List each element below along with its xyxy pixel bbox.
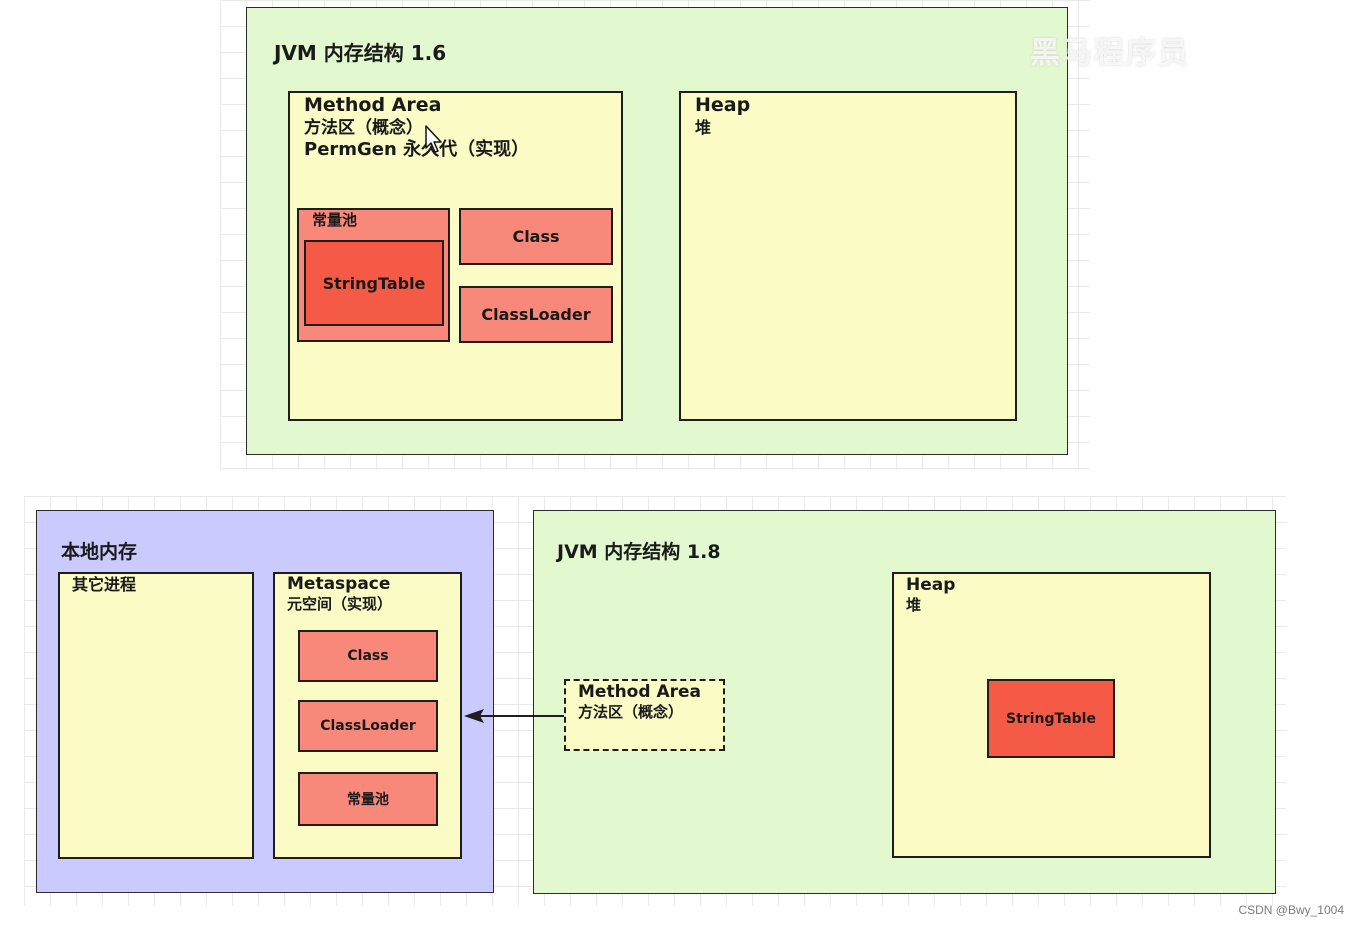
method-area-1-6-label: Method Area 方法区（概念） PermGen 永久代（实现） [304, 94, 529, 162]
credit-text: CSDN @Bwy_1004 [1238, 903, 1344, 917]
heap-1-8-line1: Heap [906, 575, 956, 595]
constant-pool-metaspace: 常量池 [298, 772, 438, 826]
class-loader-metaspace: ClassLoader [298, 700, 438, 752]
method-area-1-8-line2: 方法区（概念） [578, 703, 684, 722]
method-area-line2: 方法区（概念） [304, 117, 423, 138]
bilibili-logo-icon [1256, 16, 1358, 70]
heap-1-6 [679, 91, 1017, 421]
string-table-1-6: StringTable [304, 240, 444, 326]
jvm-1-8-title: JVM 内存结构 1.8 [557, 541, 721, 563]
constant-pool-1-6-label: 常量池 [312, 211, 358, 229]
other-process-label: 其它进程 [72, 575, 137, 594]
class-loader-1-6: ClassLoader [459, 286, 613, 343]
heap-1-8-label: Heap 堆 [906, 575, 955, 615]
metaspace-line2: 元空间（实现） [287, 595, 393, 614]
heap-1-6-line2: 堆 [695, 117, 712, 137]
metaspace-label: Metaspace 元空间（实现） [287, 574, 392, 614]
class-metaspace: Class [298, 630, 438, 682]
mouse-cursor-icon [425, 125, 442, 153]
method-area-line3: PermGen 永久代（实现） [304, 139, 530, 160]
other-process-box [58, 572, 254, 859]
heap-1-6-label: Heap 堆 [695, 94, 750, 138]
string-table-1-8: StringTable [987, 679, 1115, 758]
jvm-1-6-title: JVM 内存结构 1.6 [274, 41, 447, 65]
heap-1-8-line2: 堆 [906, 596, 922, 615]
method-area-1-8-line1: Method Area [578, 682, 701, 702]
class-1-6: Class [459, 208, 613, 265]
method-area-1-8-label: Method Area 方法区（概念） [578, 682, 701, 722]
native-memory-title: 本地内存 [61, 541, 138, 563]
heap-1-6-line1: Heap [695, 94, 751, 116]
arrow-method-area-to-metaspace [464, 709, 564, 723]
method-area-1-8 [564, 679, 725, 751]
watermark-text: 黑马程序员 [1030, 36, 1190, 71]
metaspace-line1: Metaspace [287, 574, 391, 594]
method-area-line1: Method Area [304, 94, 442, 116]
